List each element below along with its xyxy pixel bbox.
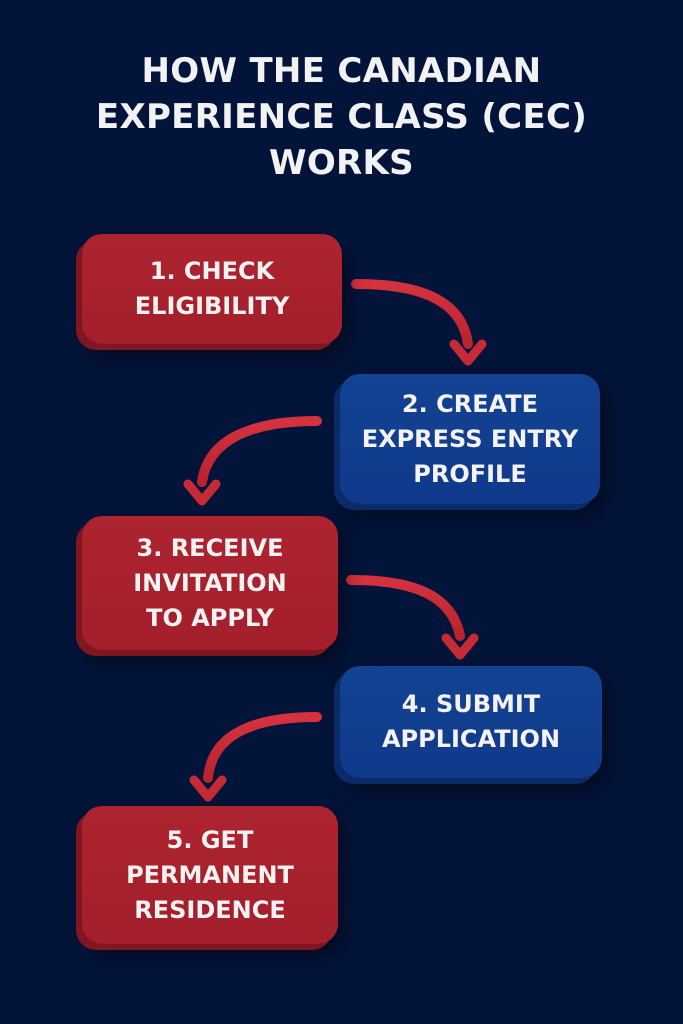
step-4-submit-application: 4. SUBMIT APPLICATION (340, 666, 602, 778)
step-3-receive-invitation: 3. RECEIVE INVITATION TO APPLY (82, 516, 338, 650)
page-title: HOW THE CANADIAN EXPERIENCE CLASS (CEC) … (0, 48, 683, 186)
step-2-create-express-entry-profile: 2. CREATE EXPRESS ENTRY PROFILE (340, 374, 600, 504)
title-line-3: WORKS (269, 143, 414, 183)
arrow-step1-to-step2 (351, 279, 487, 366)
step-3-line-3: TO APPLY (146, 603, 274, 632)
step-5-line-1: 5. GET (166, 825, 254, 854)
step-3-line-1: 3. RECEIVE (136, 533, 284, 562)
step-4-line-1: 4. SUBMIT (401, 690, 541, 718)
step-5-get-permanent-residence: 5. GET PERMANENT RESIDENCE (82, 806, 338, 944)
step-2-line-2: EXPRESS ENTRY (361, 424, 579, 453)
step-4-line-2: APPLICATION (381, 725, 561, 753)
step-2-line-1: 2. CREATE (401, 389, 539, 418)
step-5-line-3: RESIDENCE (134, 895, 286, 924)
arrow-step2-to-step3 (183, 416, 322, 506)
arrow-step3-to-step4 (346, 575, 479, 660)
title-line-1: HOW THE CANADIAN (141, 51, 542, 91)
step-5-line-2: PERMANENT (126, 860, 294, 889)
title-line-2: EXPERIENCE CLASS (CEC) (95, 97, 588, 137)
step-1-line-2: ELIGIBILITY (134, 292, 290, 320)
step-1-check-eligibility: 1. CHECK ELIGIBILITY (82, 234, 342, 344)
step-2-line-3: PROFILE (413, 459, 527, 488)
step-3-line-2: INVITATION (133, 568, 287, 597)
step-1-line-1: 1. CHECK (149, 257, 275, 285)
arrow-step4-to-step5 (189, 712, 322, 802)
